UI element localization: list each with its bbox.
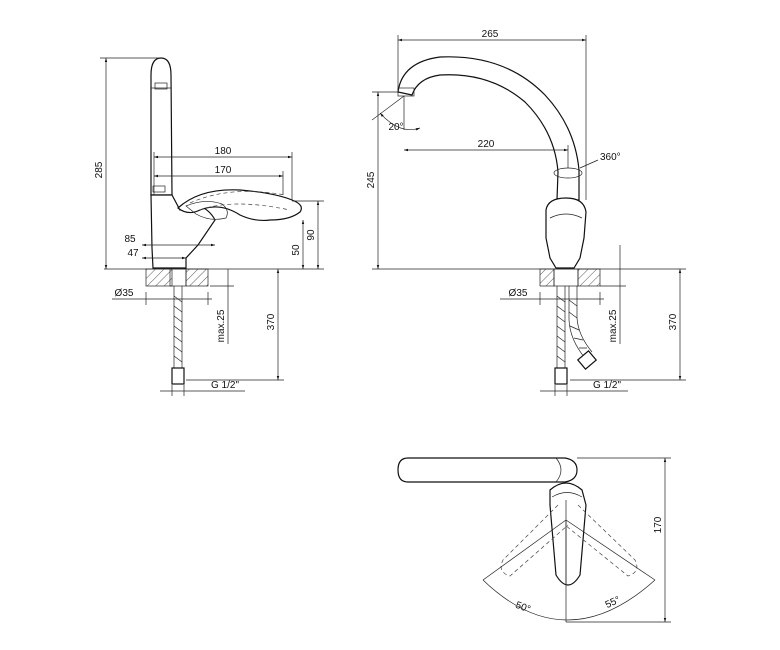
dim-50-text: 50 bbox=[291, 244, 302, 256]
dim-top-170-text: 170 bbox=[653, 516, 664, 533]
dim-285-text: 285 bbox=[94, 161, 105, 178]
top-view: 50° 55° 170 bbox=[397, 457, 671, 623]
top-spout-joint bbox=[555, 457, 562, 483]
top-lever-cap bbox=[551, 492, 583, 498]
front-counter-left bbox=[539, 268, 555, 287]
dim-360-leader bbox=[579, 159, 599, 169]
dim-180-text: 180 bbox=[215, 146, 232, 157]
side-aerator bbox=[154, 82, 168, 90]
dim-245-text: 245 bbox=[366, 171, 377, 188]
dim-angle55-text: 55° bbox=[604, 595, 622, 611]
dim-angle50-text: 50° bbox=[514, 600, 532, 616]
top-angle-arc bbox=[482, 579, 656, 621]
dim-max25-text: max.25 bbox=[216, 309, 227, 342]
top-angle-ray-right bbox=[565, 519, 656, 581]
dim-angle20-text: 20° bbox=[388, 122, 403, 133]
side-indicator bbox=[152, 185, 166, 193]
side-handle-lever bbox=[177, 189, 302, 222]
side-handle-joint bbox=[185, 201, 228, 220]
front-body-line bbox=[549, 213, 583, 219]
side-mount-stud bbox=[169, 268, 187, 287]
side-counter-left bbox=[145, 268, 173, 287]
front-dim-370-text: 370 bbox=[668, 313, 679, 330]
front-counter-right bbox=[577, 268, 601, 287]
front-hose2-braid bbox=[568, 299, 587, 349]
front-mount-stud bbox=[553, 268, 579, 287]
top-lever bbox=[549, 482, 587, 586]
top-angle-ray-left bbox=[482, 519, 567, 581]
dim-angle20-line1 bbox=[371, 95, 405, 121]
front-body bbox=[545, 197, 587, 269]
dim-angle20-arc bbox=[379, 112, 421, 131]
front-dim-thread-text: G 1/2" bbox=[593, 380, 621, 391]
dim-thread-text: G 1/2" bbox=[211, 380, 239, 391]
dim-85-text: 85 bbox=[124, 234, 136, 245]
dim-170-text: 170 bbox=[215, 165, 232, 176]
top-lever-rotated-left bbox=[500, 504, 569, 577]
dim-dia35-text: Ø35 bbox=[115, 288, 134, 299]
front-view: 265 20° 220 360° 245 Ø35 max.25 370 bbox=[366, 29, 686, 396]
top-lever-rotated-right bbox=[564, 504, 638, 577]
side-hose-braid bbox=[173, 295, 183, 363]
front-hose2-fitting bbox=[576, 350, 598, 370]
side-hose-fitting bbox=[171, 367, 185, 385]
dim-370-text: 370 bbox=[266, 313, 277, 330]
front-hose1-braid bbox=[556, 295, 566, 363]
dim-265-text: 265 bbox=[482, 29, 499, 40]
top-spout bbox=[397, 457, 578, 483]
front-hose2-edge-l bbox=[568, 286, 586, 359]
front-dim-dia35-text: Ø35 bbox=[509, 288, 528, 299]
dim-90-text: 90 bbox=[306, 229, 317, 241]
dim-47-text: 47 bbox=[127, 248, 139, 259]
side-handle-hidden-upper bbox=[189, 191, 286, 204]
side-counter-right bbox=[185, 268, 209, 287]
front-arched-spout bbox=[397, 56, 580, 201]
front-hose2-edge-r bbox=[576, 286, 593, 353]
dim-360-text: 360° bbox=[600, 152, 621, 163]
dim-220-text: 220 bbox=[478, 139, 495, 150]
side-view: 285 180 170 90 50 85 47 Ø35 max.25 bbox=[94, 57, 324, 396]
side-handle-hidden-lower bbox=[199, 203, 291, 211]
side-spout-tube bbox=[150, 57, 173, 196]
front-hose1-fitting bbox=[554, 367, 568, 385]
front-dim-max25-text: max.25 bbox=[608, 309, 619, 342]
